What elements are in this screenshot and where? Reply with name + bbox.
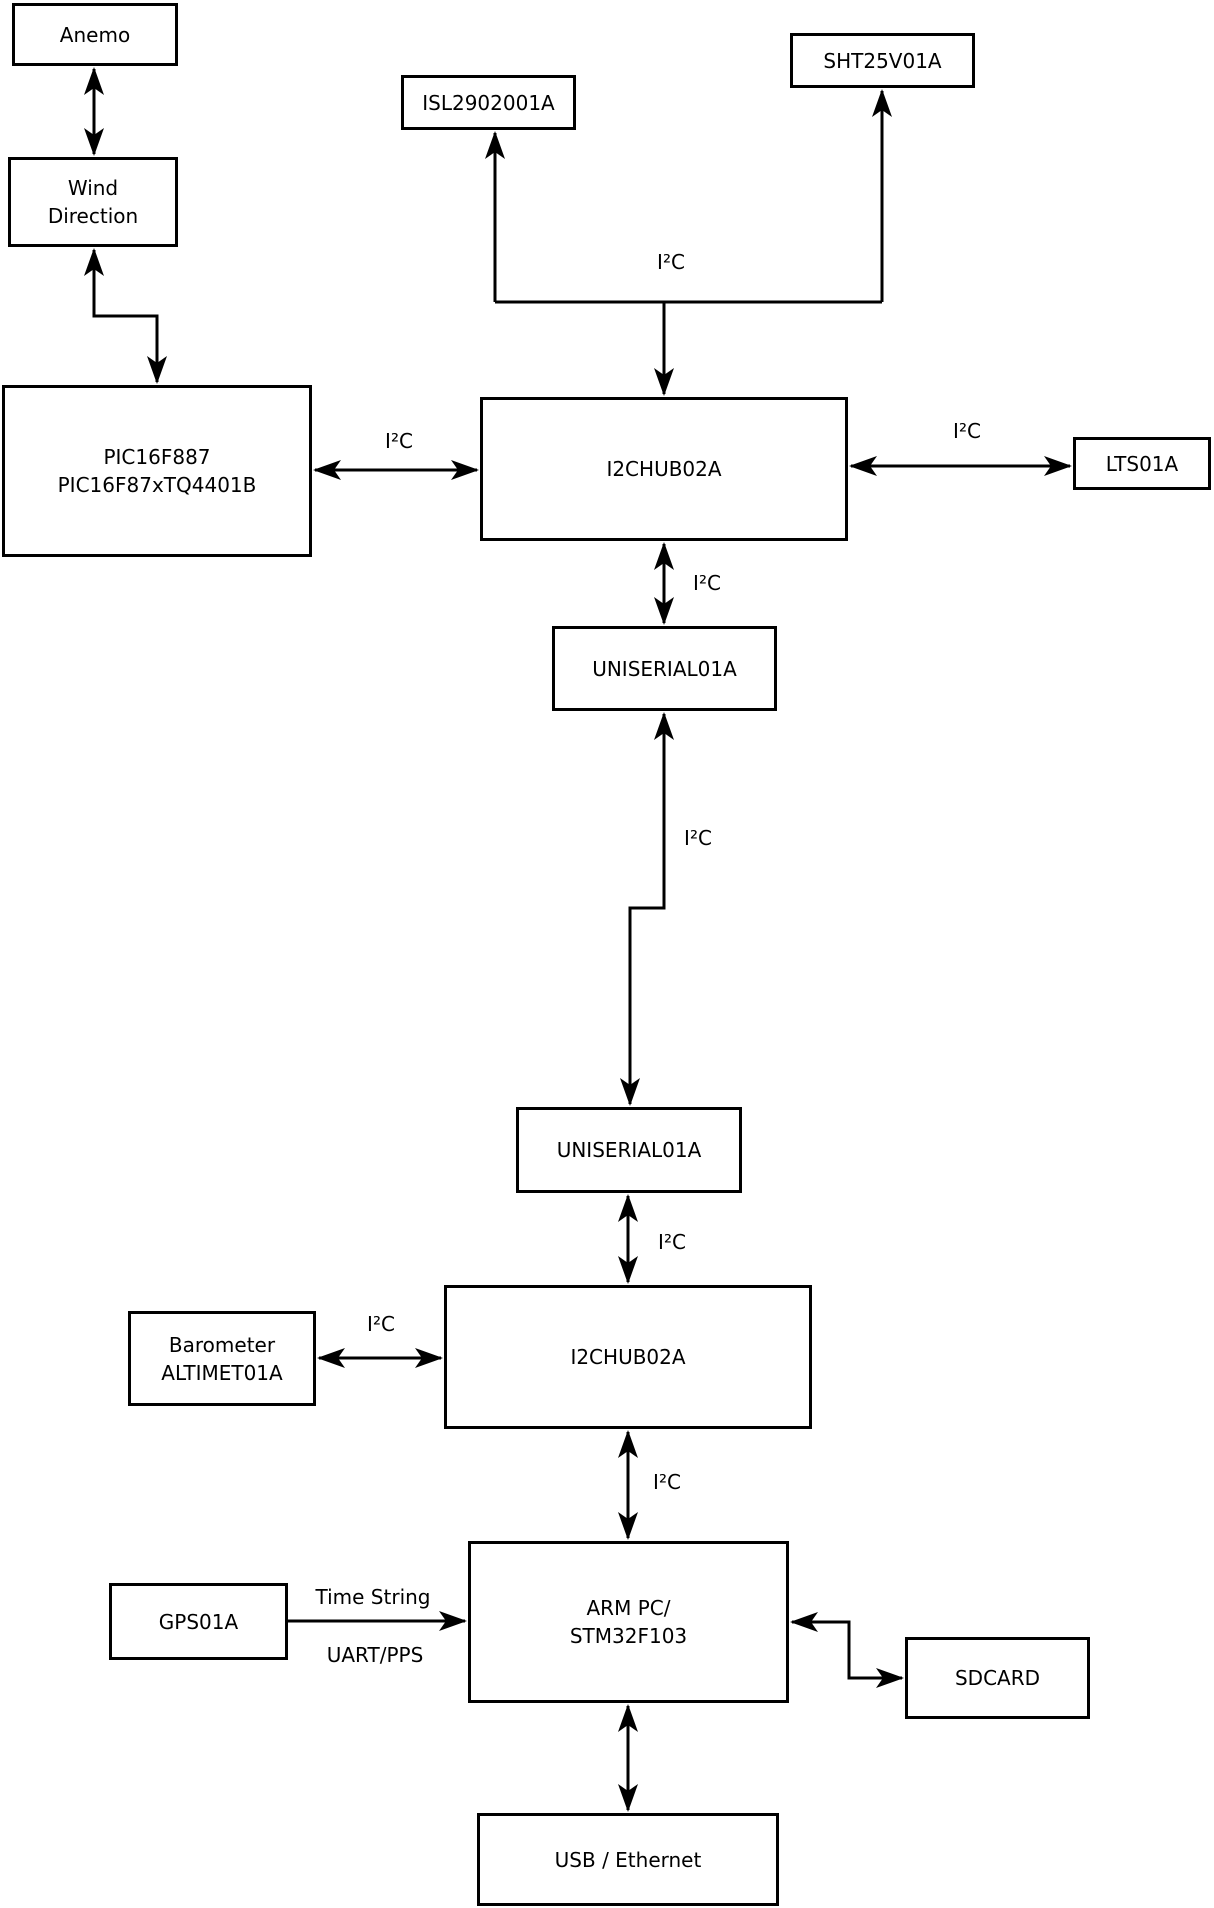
node-i2chub02a-upper-label: I2CHUB02A <box>606 457 722 481</box>
node-uniserial01a-upper: UNISERIAL01A <box>552 626 777 711</box>
node-lts01a: LTS01A <box>1073 437 1211 490</box>
node-usb-ethernet-label: USB / Ethernet <box>554 1847 702 1872</box>
node-isl2902001a-label: ISL2902001A <box>422 90 555 115</box>
node-isl2902001a: ISL2902001A <box>401 75 576 130</box>
edge-label-gps-time-string: Time String <box>315 1585 431 1609</box>
node-wind-direction: Wind Direction <box>8 157 178 247</box>
node-gps01a-label: GPS01A <box>158 1609 239 1634</box>
node-anemo-label: Anemo <box>59 22 131 47</box>
edge-label-barometer-hub: I²C <box>367 1312 395 1336</box>
node-pic16f887: PIC16F887 PIC16F87xTQ4401B <box>2 385 312 557</box>
edge-label-bus-top: I²C <box>657 250 685 274</box>
node-barometer-label: Barometer ALTIMET01A <box>161 1332 283 1385</box>
node-pic16f887-label: PIC16F887 PIC16F87xTQ4401B <box>57 445 257 497</box>
edge-uniserial-uniserial <box>620 712 674 1106</box>
node-uniserial01a-lower: UNISERIAL01A <box>516 1107 742 1193</box>
node-wind-direction-label: Wind Direction <box>47 176 139 228</box>
edge-label-pic-hub: I²C <box>385 429 413 453</box>
node-usb-ethernet: USB / Ethernet <box>477 1813 779 1906</box>
node-lts01a-label: LTS01A <box>1105 451 1179 476</box>
node-i2chub02a-lower-label: I2CHUB02A <box>570 1345 686 1369</box>
node-uniserial01a-upper-label: UNISERIAL01A <box>592 656 737 681</box>
node-anemo: Anemo <box>12 3 178 66</box>
edge-label-gps-uart-pps: UART/PPS <box>326 1643 424 1667</box>
node-i2chub02a-upper: I2CHUB02A <box>480 397 848 541</box>
edge-arm-sdcard <box>790 1612 904 1688</box>
node-sdcard: SDCARD <box>905 1637 1090 1719</box>
edge-label-hub-uniserial: I²C <box>693 571 721 595</box>
edge-label-uniserial-hub: I²C <box>658 1230 686 1254</box>
edge-label-uniserial-link: I²C <box>684 826 712 850</box>
edge-label-hub-arm: I²C <box>653 1470 681 1494</box>
node-barometer: Barometer ALTIMET01A <box>128 1311 316 1406</box>
node-sdcard-label: SDCARD <box>954 1666 1041 1690</box>
node-sht25v01a: SHT25V01A <box>790 33 975 88</box>
node-uniserial01a-lower-label: UNISERIAL01A <box>556 1138 702 1162</box>
edge-winddirection-pic <box>84 248 167 384</box>
node-arm-pc: ARM PC/ STM32F103 <box>468 1541 789 1703</box>
node-arm-pc-label: ARM PC/ STM32F103 <box>569 1596 688 1648</box>
node-i2chub02a-lower: I2CHUB02A <box>444 1285 812 1429</box>
node-sht25v01a-label: SHT25V01A <box>823 48 942 73</box>
node-gps01a: GPS01A <box>109 1583 288 1660</box>
edge-label-hub-lts: I²C <box>953 419 981 443</box>
